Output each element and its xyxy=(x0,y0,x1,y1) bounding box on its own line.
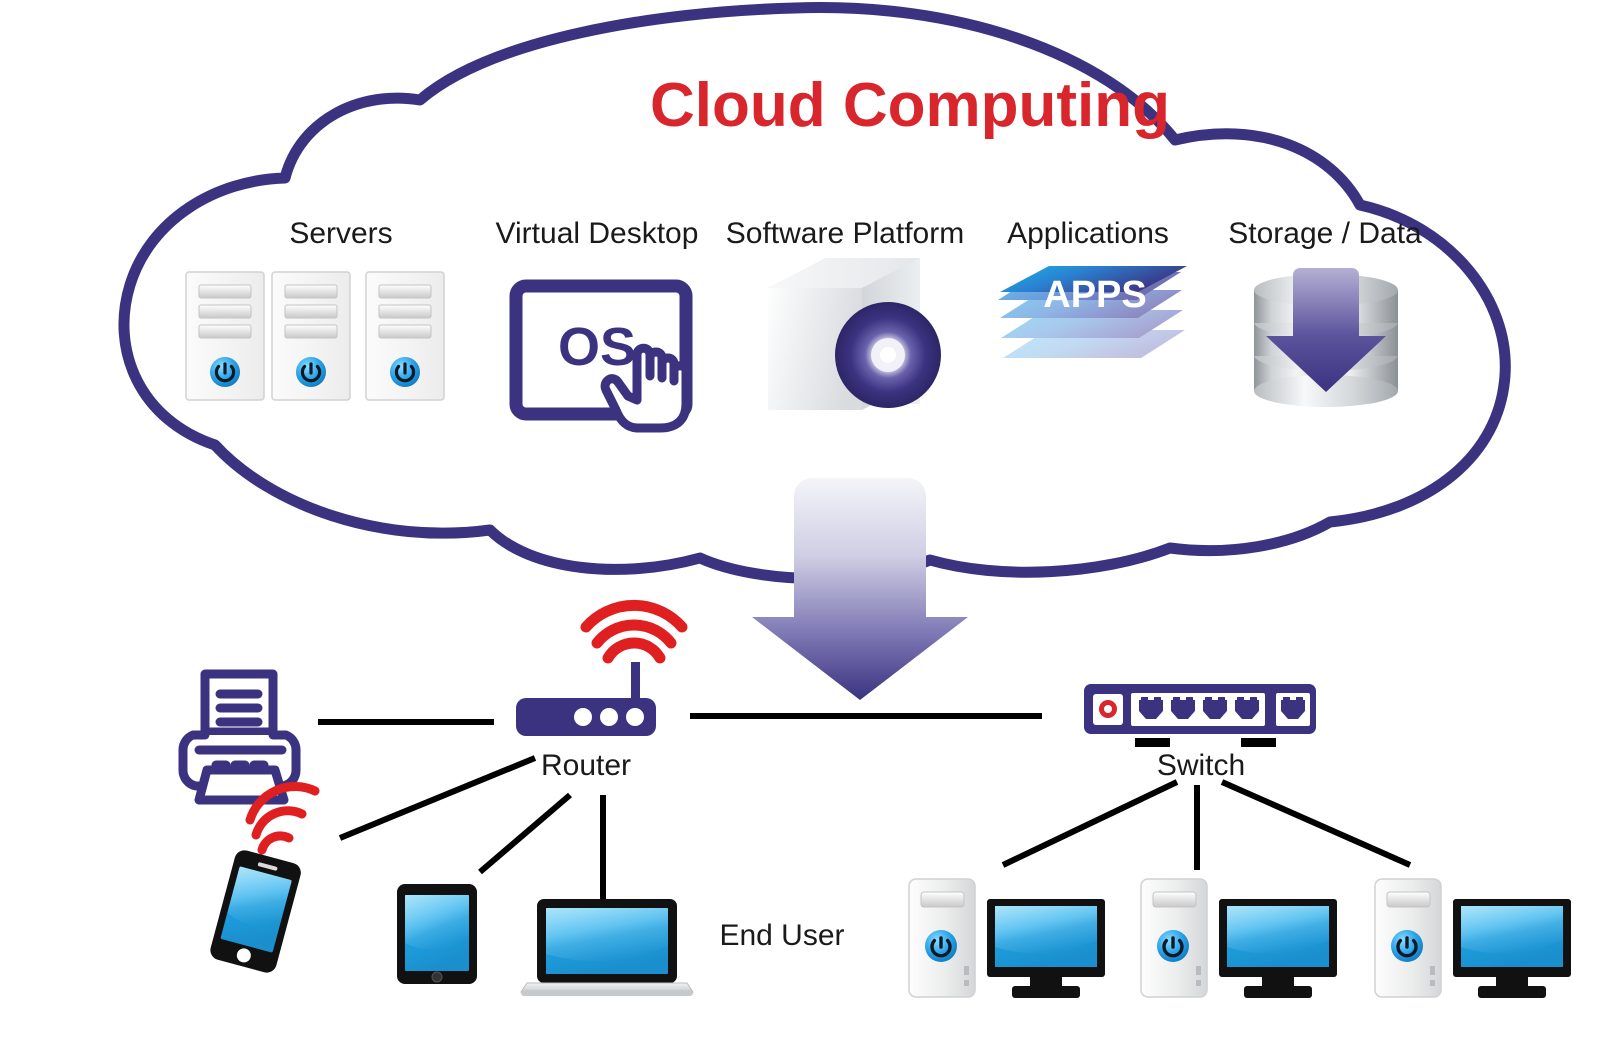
switch-label: Switch xyxy=(1157,749,1245,782)
service-label-servers: Servers xyxy=(289,217,392,250)
switch-port xyxy=(1171,697,1195,719)
switch-port xyxy=(1281,697,1305,719)
pc-monitor xyxy=(987,899,1105,998)
service-label-virtual-desktop: Virtual Desktop xyxy=(496,217,699,250)
pc-tower xyxy=(1374,878,1442,998)
power-glyph xyxy=(214,362,236,383)
network-links xyxy=(318,713,1412,900)
switch-port xyxy=(1235,697,1259,719)
laptop-icon[interactable] xyxy=(520,899,694,996)
switch-port xyxy=(1203,697,1227,719)
link-phone-router xyxy=(338,755,537,841)
power-glyph xyxy=(300,362,322,383)
tablet-icon[interactable] xyxy=(397,884,477,984)
pc-tower xyxy=(1140,878,1208,998)
cloud-downlink-arrow-icon xyxy=(752,478,968,700)
link-pc3-switch xyxy=(1220,779,1412,868)
router-icon[interactable] xyxy=(516,599,688,736)
router-led xyxy=(600,708,618,726)
server-rack-icon[interactable] xyxy=(185,271,445,401)
wifi-signal-icon xyxy=(580,599,688,664)
printer-icon[interactable] xyxy=(178,669,301,805)
switch-foot xyxy=(1135,738,1170,747)
service-label-applications: Applications xyxy=(1007,217,1169,250)
hand-cursor-icon xyxy=(600,343,691,433)
pc-monitor xyxy=(1453,899,1571,998)
network-switch-icon[interactable] xyxy=(1084,684,1316,747)
desktop-pc-icon[interactable] xyxy=(1140,878,1337,998)
down-arrow-icon xyxy=(1266,268,1386,392)
apps-icon-text: APPS xyxy=(1043,274,1146,316)
server-tower xyxy=(271,271,351,401)
router-label: Router xyxy=(541,749,631,782)
page-title: Cloud Computing xyxy=(650,71,1170,140)
service-label-storage-data: Storage / Data xyxy=(1228,217,1422,250)
pc-monitor xyxy=(1219,899,1337,998)
router-led xyxy=(574,708,592,726)
smartphone-icon[interactable] xyxy=(208,782,320,975)
server-tower xyxy=(365,271,445,401)
apps-stack-icon[interactable]: APPS xyxy=(996,266,1189,358)
link-pc1-switch xyxy=(1001,779,1179,868)
switch-port xyxy=(1139,697,1163,719)
router-led xyxy=(626,708,644,726)
power-glyph xyxy=(394,362,416,383)
link-tablet-router xyxy=(478,792,572,875)
wifi-signal-icon xyxy=(245,782,320,855)
end-user-label: End User xyxy=(719,919,844,952)
switch-foot xyxy=(1241,738,1276,747)
software-box-cd-icon[interactable] xyxy=(768,258,941,410)
server-tower xyxy=(185,271,265,401)
desktop-pc-icon[interactable] xyxy=(908,878,1105,998)
database-download-icon[interactable] xyxy=(1254,268,1398,407)
os-touchscreen-icon[interactable]: OS xyxy=(509,279,693,433)
service-label-software-platform: Software Platform xyxy=(726,217,964,250)
pc-tower xyxy=(908,878,976,998)
desktop-pc-icon[interactable] xyxy=(1374,878,1571,998)
os-icon-text: OS xyxy=(558,317,636,377)
